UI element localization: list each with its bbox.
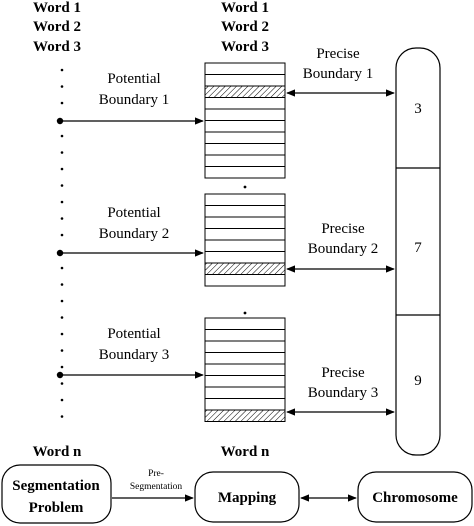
word-cell — [204, 193, 286, 206]
word-cell — [204, 216, 286, 229]
word-cell — [204, 329, 286, 342]
potential-boundary-3: Potential Boundary 3 — [56, 326, 204, 379]
chromosome-gene-1: 3 — [414, 101, 422, 117]
ellipsis-dot — [60, 316, 64, 319]
ellipsis-dot — [60, 299, 64, 303]
boundary-word-cell — [204, 262, 286, 275]
word-cell — [204, 74, 286, 87]
word-cell — [204, 108, 286, 121]
middle-word-2: Word 2 — [221, 19, 269, 35]
segmentation-problem-box — [1, 464, 112, 524]
precise-boundary-2-line1: Precise — [321, 221, 365, 237]
middle-word-n: Word n — [221, 444, 270, 460]
ellipsis-dot — [60, 85, 64, 88]
left-word-n: Word n — [33, 444, 82, 460]
word-cell — [204, 317, 286, 330]
grid-gap-dot — [243, 311, 247, 315]
word-cell — [204, 363, 286, 376]
ellipsis-dot — [60, 415, 64, 418]
ellipsis-dot — [60, 184, 64, 187]
word-cell — [204, 375, 286, 388]
word-grid-3 — [204, 317, 286, 422]
ellipsis-dot — [60, 233, 64, 237]
grid-gap-dot — [243, 185, 247, 189]
ellipsis-dot — [60, 68, 64, 72]
chromosome-label: Chromosome — [372, 490, 458, 506]
chromosome-bar: 3 7 9 — [395, 47, 441, 456]
precise-boundary-3: Precise Boundary 3 — [286, 365, 395, 416]
precise-boundary-1: Precise Boundary 1 — [286, 46, 395, 97]
word-cell — [204, 228, 286, 241]
pre-segmentation-line1: Pre- — [148, 469, 164, 479]
word-cell — [204, 239, 286, 252]
word-cell — [204, 154, 286, 167]
left-word-list: Word 1 Word 2 Word 3 Word n — [33, 0, 82, 460]
word-cell — [204, 62, 286, 75]
left-word-3: Word 3 — [33, 39, 81, 55]
word-cell — [204, 386, 286, 399]
word-cell — [204, 166, 286, 179]
precise-boundary-3-line2: Boundary 3 — [308, 385, 378, 401]
ellipsis-dot — [60, 200, 64, 204]
pre-segmentation-line2: Segmentation — [130, 482, 182, 492]
chromosome-box — [357, 471, 473, 523]
mapping-box — [194, 471, 300, 523]
word-cell — [204, 131, 286, 144]
word-grid-2 — [204, 193, 286, 287]
word-cell — [204, 340, 286, 353]
mapping-label: Mapping — [218, 490, 277, 506]
precise-boundary-1-line1: Precise — [316, 46, 360, 62]
potential-boundary-1-line2: Boundary 1 — [99, 92, 169, 108]
ellipsis-dot — [60, 398, 64, 402]
ellipsis-dot — [60, 365, 64, 369]
ellipsis-dot — [60, 349, 64, 352]
word-cell — [204, 143, 286, 156]
process-flow: Segmentation Problem Pre- Segmentation M… — [1, 464, 473, 524]
potential-boundary-2: Potential Boundary 2 — [56, 205, 204, 257]
word-cell — [204, 274, 286, 287]
boundary-word-cell — [204, 409, 286, 422]
ellipsis-dot — [60, 151, 64, 154]
word-cell — [204, 120, 286, 133]
left-ellipsis-dots — [60, 68, 64, 418]
precise-boundary-2: Precise Boundary 2 — [286, 221, 395, 273]
word-grid-stacks — [204, 62, 286, 422]
chromosome-gene-3: 9 — [414, 373, 422, 389]
boundary-word-cell — [204, 85, 286, 98]
chromosome-gene-2: 7 — [414, 240, 422, 256]
ellipsis-dot — [60, 266, 64, 270]
ellipsis-dot — [60, 332, 64, 336]
ellipsis-dot — [60, 283, 64, 286]
segmentation-problem-line1: Segmentation — [12, 478, 100, 494]
potential-boundary-3-line1: Potential — [107, 326, 160, 342]
chromosome-outline — [395, 47, 441, 456]
middle-word-list: Word 1 Word 2 Word 3 Word n — [221, 0, 270, 460]
ellipsis-dot — [60, 217, 64, 220]
middle-word-3: Word 3 — [221, 39, 269, 55]
precise-boundary-3-line1: Precise — [321, 365, 365, 381]
word-cell — [204, 251, 286, 264]
ellipsis-dot — [60, 382, 64, 385]
potential-boundary-3-line2: Boundary 3 — [99, 347, 169, 363]
middle-word-1: Word 1 — [221, 0, 269, 16]
ellipsis-dot — [60, 101, 64, 105]
word-cell — [204, 205, 286, 218]
precise-boundary-2-line2: Boundary 2 — [308, 241, 378, 257]
word-cell — [204, 352, 286, 365]
potential-boundary-2-line1: Potential — [107, 205, 160, 221]
ellipsis-dot — [60, 167, 64, 171]
ellipsis-dot — [60, 134, 64, 138]
segmentation-problem-line2: Problem — [29, 500, 84, 516]
potential-boundary-1: Potential Boundary 1 — [56, 71, 204, 125]
word-cell — [204, 398, 286, 411]
left-word-1: Word 1 — [33, 0, 81, 16]
precise-boundary-1-line2: Boundary 1 — [303, 66, 373, 82]
left-word-2: Word 2 — [33, 19, 81, 35]
potential-boundary-1-line1: Potential — [107, 71, 160, 87]
potential-boundary-2-line2: Boundary 2 — [99, 226, 169, 242]
word-cell — [204, 97, 286, 110]
word-grid-1 — [204, 62, 286, 179]
